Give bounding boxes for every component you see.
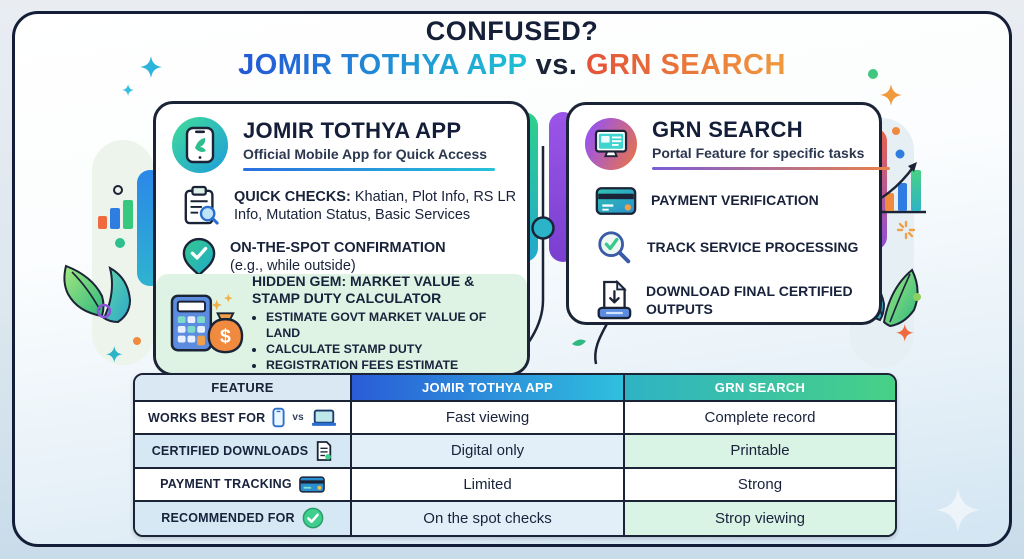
table-row-feature: RECOMMENDED FOR [135, 501, 352, 535]
left-panel-items: QUICK CHECKS: Khatian, Plot Info, RS LR … [156, 173, 527, 277]
dollar-symbol: $ [220, 325, 231, 347]
table-row-feature: WORKS BEST FOR vs [135, 402, 352, 436]
check-circle-icon [302, 507, 324, 529]
table-row-feature: CERTIFIED DOWNLOADS [135, 435, 352, 469]
list-item: PAYMENT VERIFICATION [595, 186, 871, 216]
main-title: CONFUSED? [425, 16, 599, 46]
table-cell-grn: Strong [625, 468, 895, 502]
right-panel-title: GRN SEARCH [652, 117, 803, 143]
list-item-label: DOWNLOAD FINAL CERTIFIED OUTPUTS [646, 283, 853, 317]
left-panel-header: JOMIR TOTHYA APP Official Mobile App for… [156, 104, 527, 173]
title-grn-name: GRN SEARCH [585, 49, 786, 81]
table-row-feature: PAYMENT TRACKING [135, 468, 352, 502]
feature-label: CERTIFIED DOWNLOADS [151, 443, 309, 458]
table-cell-grn: Printable [625, 435, 895, 469]
jomir-tothya-panel: JOMIR TOTHYA APP Official Mobile App for… [153, 101, 530, 376]
table-cell-app: On the spot checks [352, 501, 625, 535]
title-app-name: JOMIR TOTHYA APP [238, 49, 527, 81]
feature-label: RECOMMENDED FOR [161, 511, 295, 526]
item-label-rest: Khatian, Plot Info, RS LR Info, Mutation… [234, 188, 517, 223]
magnifier-check-icon [595, 229, 633, 267]
mobile-app-icon [172, 117, 228, 173]
comparison-table: FEATURE JOMIR TOTHYA APP GRN SEARCH WORK… [133, 373, 897, 537]
item-label-rest: (e.g., while outside) [230, 258, 356, 274]
monitor-icon [585, 118, 637, 170]
hidden-gem-content: HIDDEN GEM: MARKET VALUE & STAMP DUTY CA… [252, 273, 519, 374]
column-header-grn: GRN SEARCH [625, 375, 895, 402]
phone-icon [272, 407, 285, 428]
table-cell-app: Digital only [352, 435, 625, 469]
list-item: ON-THE-SPOT CONFIRMATION (e.g., while ou… [182, 237, 519, 277]
download-document-icon [595, 280, 632, 321]
right-panel-header: GRN SEARCH Portal Feature for specific t… [569, 105, 890, 170]
bullet-item: REGISTRATION FEES ESTIMATE [266, 358, 519, 374]
right-panel-underline [652, 166, 890, 170]
table-cell-app: Fast viewing [352, 402, 625, 436]
list-item: DOWNLOAD FINAL CERTIFIED OUTPUTS [595, 280, 871, 321]
column-header-feature: FEATURE [135, 375, 352, 402]
left-panel-title: JOMIR TOTHYA APP [243, 118, 462, 144]
clipboard-search-icon [182, 185, 220, 227]
table-cell-grn: Strop viewing [625, 501, 895, 535]
list-item-label: QUICK CHECKS: Khatian, Plot Info, RS LR … [234, 188, 519, 224]
list-item-label: PAYMENT VERIFICATION [651, 192, 819, 209]
list-item: TRACK SERVICE PROCESSING [595, 229, 871, 267]
certified-document-icon [315, 440, 333, 462]
left-panel-subtitle: Official Mobile App for Quick Access [243, 145, 488, 162]
check-pin-icon [182, 237, 216, 277]
left-panel-heading: JOMIR TOTHYA APP Official Mobile App for… [243, 118, 495, 171]
bullet-item: CALCULATE STAMP DUTY [266, 342, 519, 358]
table-cell-grn: Complete record [625, 402, 895, 436]
feature-label: WORKS BEST FOR [148, 410, 266, 425]
left-panel-underline [243, 167, 495, 171]
bullet-item: ESTIMATE GOVT MARKET VALUE OF LAND [266, 310, 519, 342]
hidden-gem-bullets: ESTIMATE GOVT MARKET VALUE OF LAND CALCU… [266, 310, 519, 374]
credit-card-icon [595, 186, 637, 216]
item-label-bold: QUICK CHECKS: [234, 188, 351, 205]
title-vs-label: vs. [535, 49, 578, 81]
calculator-moneybag-icon: $ [166, 290, 244, 358]
hidden-gem-highlight: $ HIDDEN GEM: MARKET VALUE & STAMP DUTY … [156, 273, 527, 374]
hidden-gem-title: HIDDEN GEM: MARKET VALUE & STAMP DUTY CA… [252, 272, 475, 307]
subtitle-versus: JOMIR TOTHYA APP vs. GRN SEARCH [0, 49, 1024, 82]
feature-label: PAYMENT TRACKING [160, 477, 292, 492]
right-panel-subtitle: Portal Feature for specific tasks [652, 144, 865, 161]
column-header-app: JOMIR TOTHYA APP [352, 375, 625, 402]
item-label-bold: ON-THE-SPOT CONFIRMATION [230, 239, 446, 256]
list-item-label: ON-THE-SPOT CONFIRMATION (e.g., while ou… [230, 239, 446, 275]
right-panel-heading: GRN SEARCH Portal Feature for specific t… [652, 117, 890, 170]
payment-card-icon [299, 475, 325, 493]
list-item: QUICK CHECKS: Khatian, Plot Info, RS LR … [182, 185, 519, 227]
grn-search-panel: GRN SEARCH Portal Feature for specific t… [566, 102, 890, 325]
laptop-icon [311, 409, 337, 427]
vs-label: vs [292, 412, 304, 424]
right-panel-items: PAYMENT VERIFICATION TRACK SERVICE PROCE… [569, 170, 879, 321]
list-item-label: TRACK SERVICE PROCESSING [647, 239, 859, 256]
table-cell-app: Limited [352, 468, 625, 502]
